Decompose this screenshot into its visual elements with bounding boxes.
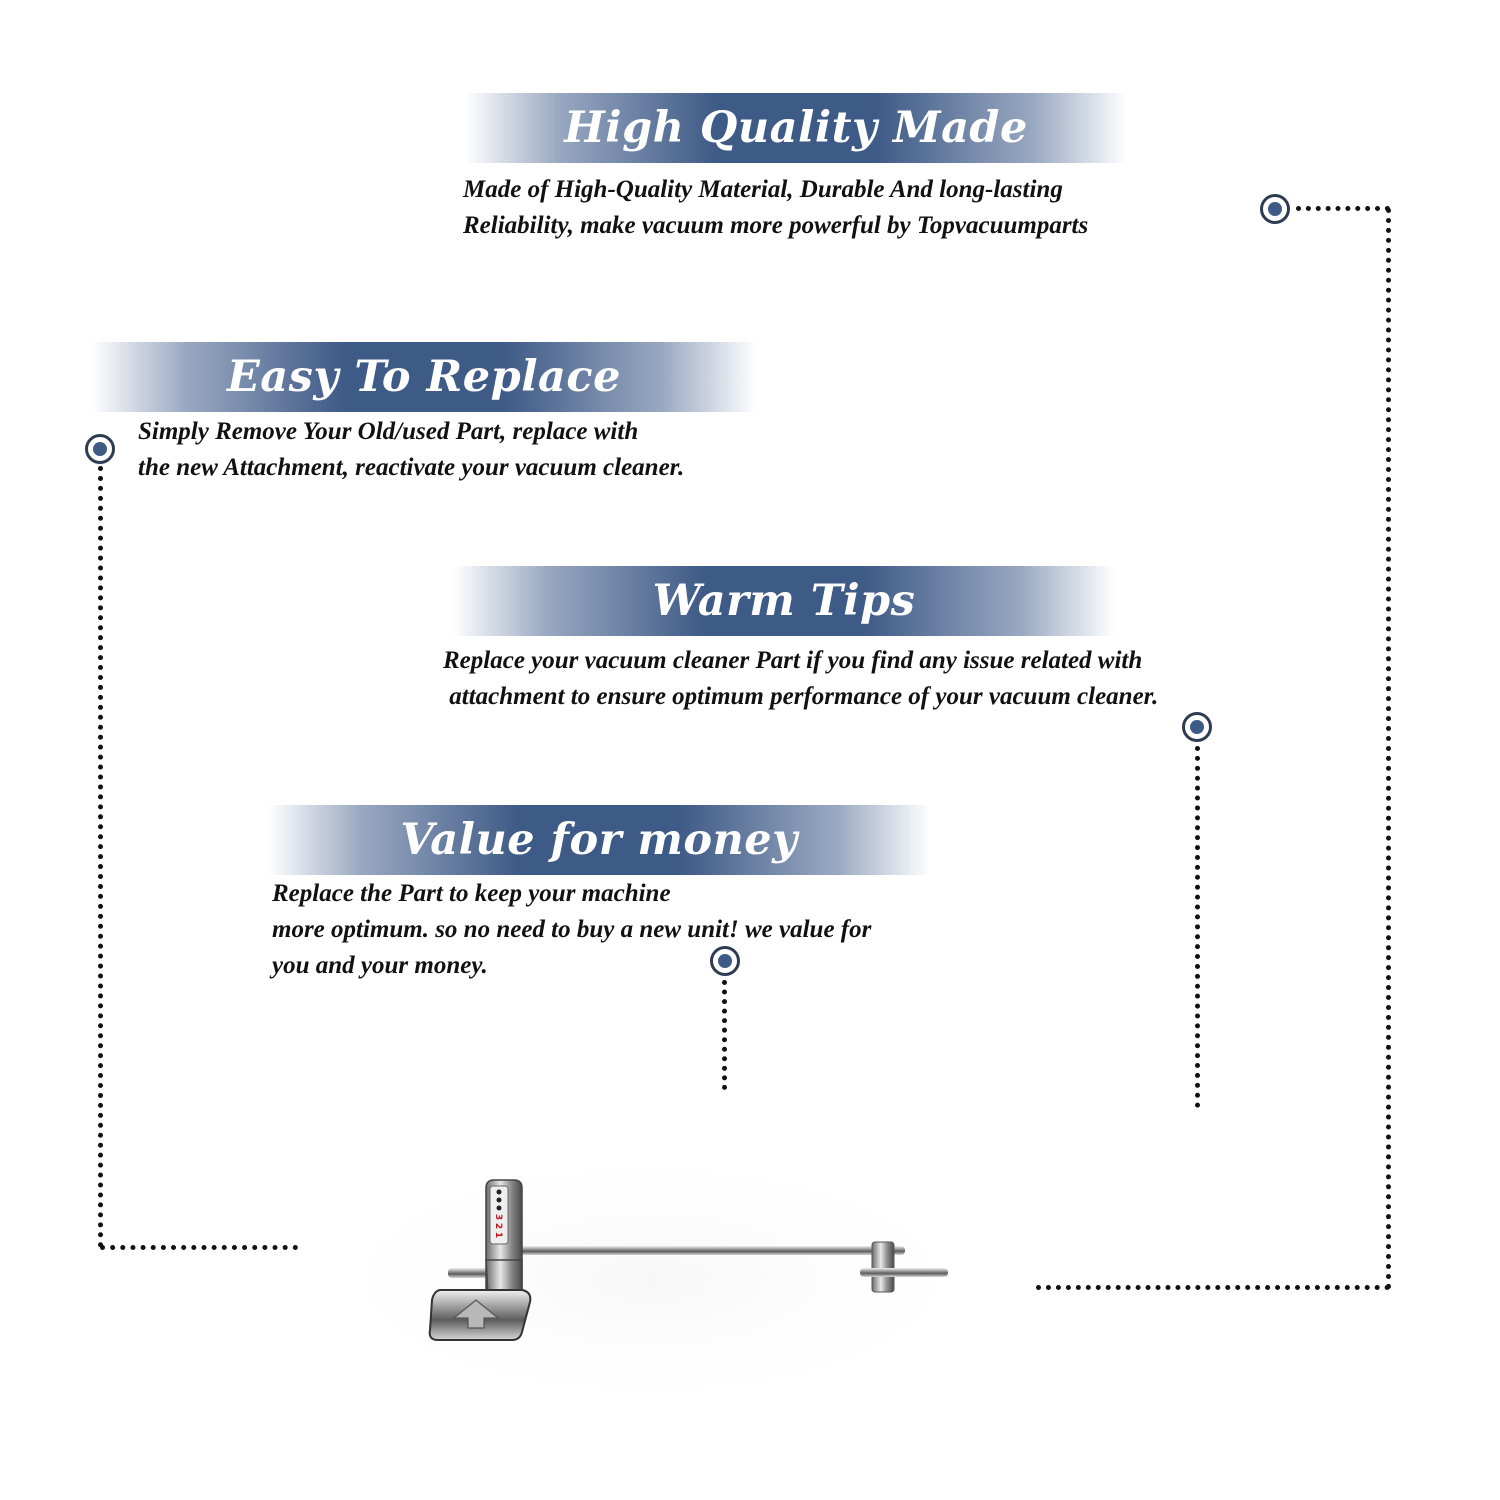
section-description-high-quality-made: Made of High-Quality Material, Durable A… — [463, 172, 1088, 244]
connector-dotted-line — [98, 466, 103, 1248]
product-backdrop — [300, 1150, 1000, 1410]
description-line: you and your money. — [272, 952, 488, 979]
description-line: Reliability, make vacuum more powerful b… — [463, 212, 1089, 239]
section-title: High Quality Made — [564, 103, 1028, 153]
description-line: Replace the Part to keep your machine — [272, 880, 671, 907]
product-dial-number: 1 — [493, 1232, 503, 1238]
product-dial-number: 2 — [493, 1223, 503, 1229]
description-line: more optimum. so no need to buy a new un… — [272, 916, 872, 943]
description-line: Simply Remove Your Old/used Part, replac… — [138, 418, 639, 445]
product-rod — [505, 1246, 905, 1255]
description-line: the new Attachment, reactivate your vacu… — [138, 454, 685, 481]
connector-dotted-line — [1296, 206, 1390, 211]
banner-easy-to-replace: Easy To Replace — [92, 342, 756, 412]
description-line: Replace your vacuum cleaner Part if you … — [443, 647, 1143, 674]
banner-warm-tips: Warm Tips — [453, 566, 1115, 636]
product-pedal-arrow-icon — [452, 1299, 500, 1329]
section-description-value-for-money: Replace the Part to keep your machine mo… — [272, 876, 871, 984]
connector-marker-easy-replace-icon — [85, 434, 115, 464]
product-dial-number: 3 — [493, 1214, 503, 1220]
connector-dotted-line — [1036, 1285, 1390, 1290]
section-description-warm-tips: Replace your vacuum cleaner Part if you … — [443, 643, 1158, 715]
connector-marker-warm-tips-icon — [1182, 712, 1212, 742]
connector-dotted-line — [722, 980, 727, 1090]
banner-high-quality-made: High Quality Made — [465, 93, 1127, 163]
description-line: attachment to ensure optimum performance… — [443, 683, 1159, 710]
section-description-easy-to-replace: Simply Remove Your Old/used Part, replac… — [138, 414, 684, 486]
product-end-pin — [860, 1268, 948, 1277]
connector-marker-value-icon — [710, 946, 740, 976]
connector-dotted-line — [100, 1245, 298, 1250]
product-image: 3 2 1 — [300, 1150, 1000, 1410]
banner-value-for-money: Value for money — [268, 805, 930, 875]
product-dial-face — [489, 1185, 509, 1245]
description-line: Made of High-Quality Material, Durable A… — [463, 176, 1063, 203]
section-title: Easy To Replace — [227, 352, 621, 402]
product-end-bracket — [871, 1241, 895, 1293]
connector-dotted-line — [1195, 746, 1200, 1108]
section-title: Warm Tips — [652, 576, 916, 626]
connector-dotted-line — [1386, 208, 1391, 1290]
connector-marker-high-quality-icon — [1260, 194, 1290, 224]
section-title: Value for money — [400, 815, 798, 865]
